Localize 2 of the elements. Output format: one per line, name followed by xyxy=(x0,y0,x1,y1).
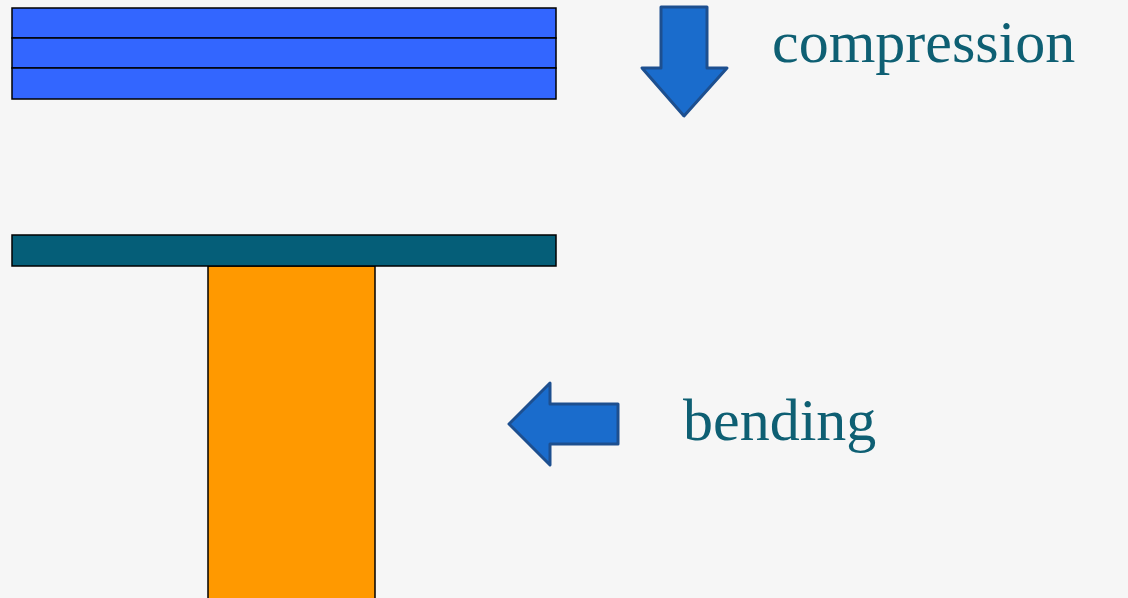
label-text: compression xyxy=(772,8,1076,77)
label-text: bending xyxy=(683,386,877,455)
